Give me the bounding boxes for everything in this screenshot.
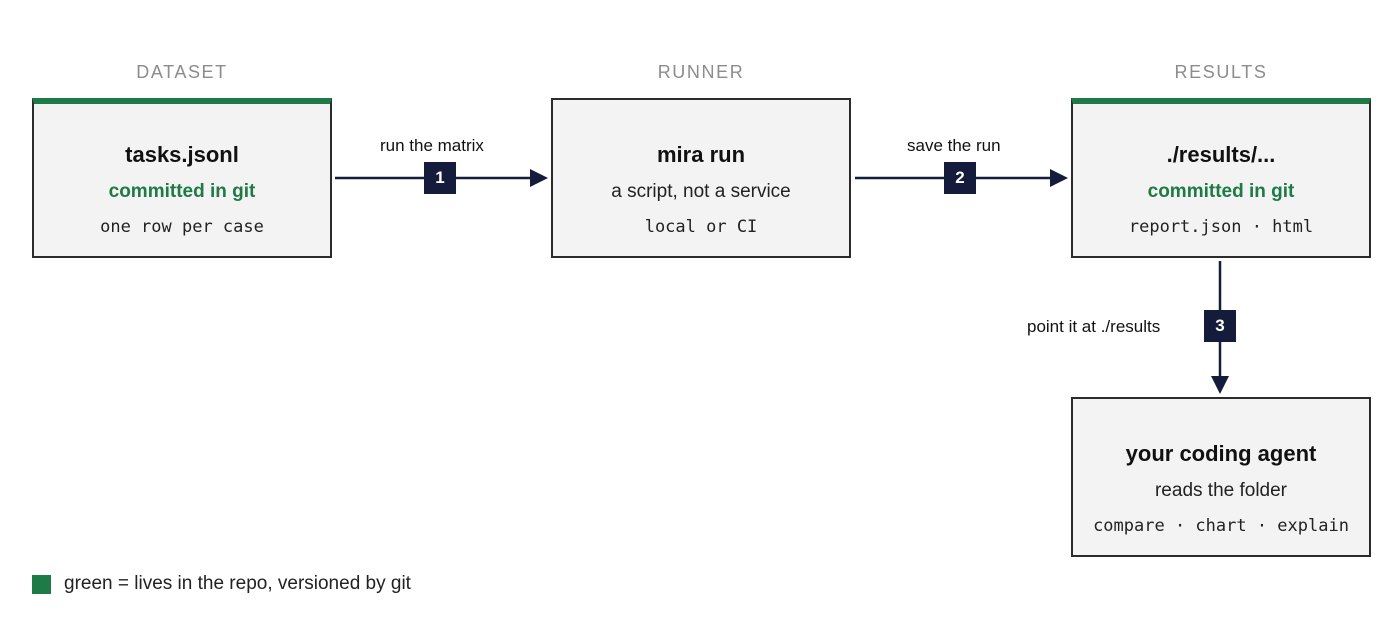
arrowhead-3 bbox=[1211, 376, 1229, 394]
results-detail: report.json · html bbox=[1128, 217, 1314, 237]
agent-subtitle: reads the folder bbox=[1154, 480, 1288, 501]
legend-text: green = lives in the repo, versioned by … bbox=[64, 573, 411, 594]
edge-label-run-matrix: run the matrix bbox=[380, 136, 484, 155]
step-badge-3: 3 bbox=[1204, 310, 1236, 342]
runner-title: mira run bbox=[656, 142, 746, 167]
column-label-runner: RUNNER bbox=[657, 62, 745, 82]
legend: green = lives in the repo, versioned by … bbox=[32, 573, 411, 595]
edge-label-point-results: point it at ./results bbox=[1027, 317, 1161, 336]
runner-detail: local or CI bbox=[644, 217, 758, 237]
dataset-subtitle: committed in git bbox=[108, 181, 256, 202]
results-box: ./results/... committed in git report.js… bbox=[1071, 98, 1371, 258]
legend-green-swatch bbox=[32, 574, 51, 594]
column-label-results: RESULTS bbox=[1174, 62, 1268, 82]
dataset-box: tasks.jsonl committed in git one row per… bbox=[32, 98, 332, 258]
results-subtitle: committed in git bbox=[1147, 181, 1295, 202]
step-badge-2: 2 bbox=[944, 162, 976, 194]
agent-detail: compare · chart · explain bbox=[1093, 516, 1349, 536]
step-badge-1: 1 bbox=[424, 162, 456, 194]
dataset-detail: one row per case bbox=[100, 217, 264, 237]
agent-title: your coding agent bbox=[1125, 441, 1317, 466]
results-title: ./results/... bbox=[1166, 142, 1276, 167]
arrowhead-2 bbox=[1050, 169, 1068, 187]
agent-box: your coding agent reads the folder compa… bbox=[1071, 397, 1371, 557]
runner-box: mira run a script, not a service local o… bbox=[551, 98, 851, 258]
runner-subtitle: a script, not a service bbox=[611, 181, 791, 202]
arrowhead-1 bbox=[530, 169, 548, 187]
edge-label-save-run: save the run bbox=[907, 136, 1001, 155]
dataset-title: tasks.jsonl bbox=[125, 142, 239, 167]
column-label-dataset: DATASET bbox=[136, 62, 228, 82]
